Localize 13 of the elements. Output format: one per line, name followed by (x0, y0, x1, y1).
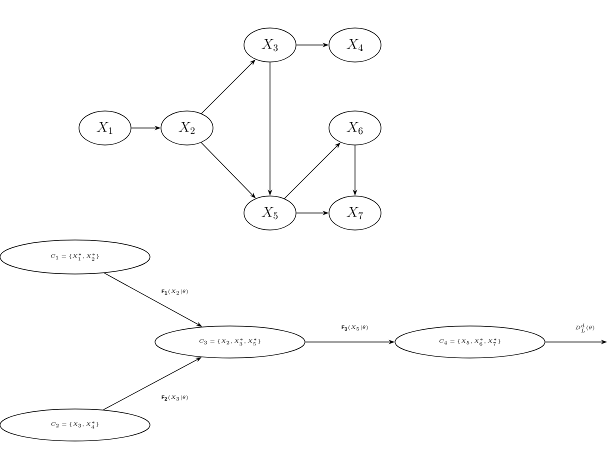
ellipse-node: $X_2$ (160, 110, 214, 146)
ellipse-node: $X_1$ (78, 110, 132, 146)
ellipse-node: $C_3 = \{X_2, X_3^*, X_5^*\}$ (154, 326, 306, 358)
ellipse-node: $X_6$ (328, 110, 382, 146)
ellipse-node: $X_7$ (328, 196, 382, 230)
edge-label: $\mathbf{F_3}(X_5|\theta)$ (340, 324, 370, 332)
ellipse-node: $X_5$ (244, 196, 296, 230)
edge-label: $\mathbf{F_1}(X_2|\theta)$ (160, 288, 190, 296)
ellipse-node: $X_3$ (244, 28, 296, 62)
ellipse-node: $C_4 = \{X_5, X_6^*, X_7^*\}$ (394, 326, 546, 358)
edge-label: $\mathbf{F_2}(X_3|\theta)$ (160, 394, 190, 402)
ellipse-node: $X_4$ (328, 28, 382, 62)
edge-label: $D_L^d(\theta)$ (574, 322, 596, 334)
